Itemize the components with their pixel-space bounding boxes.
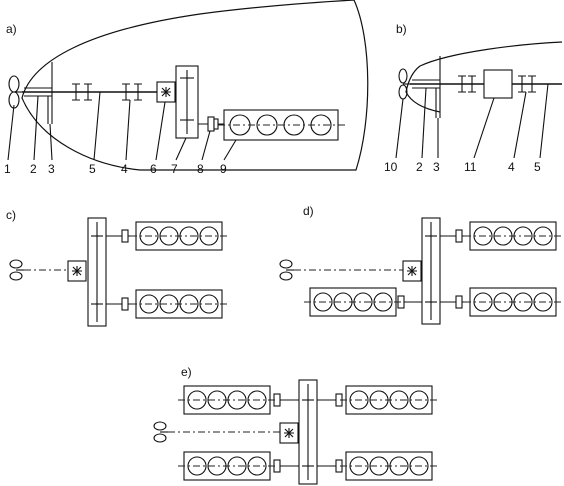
panel-a-callout: 8 (197, 162, 204, 176)
panel-a-bearing (72, 83, 92, 101)
panel-e-engine (340, 385, 438, 415)
panel-b-label: b) (396, 22, 407, 36)
panel-b-leaders (395, 83, 549, 159)
panel-e-propeller-icon (153, 421, 168, 443)
panel-b-callout: 4 (508, 160, 515, 174)
panel-b-callout: 10 (384, 160, 398, 174)
panel-b-thrust-block (483, 69, 513, 99)
panel-a: a) (4, 0, 369, 176)
panel-b-bearing (458, 75, 476, 93)
panel-a-bearing (122, 83, 142, 101)
panel-d-propeller-icon (279, 259, 294, 281)
panel-b-hull (405, 41, 563, 113)
panel-d-engine (464, 221, 562, 251)
panel-a-hull (21, 0, 369, 171)
panel-b-bearing (518, 75, 536, 93)
panel-c-engine (130, 221, 228, 251)
panel-a-callout: 1 (4, 162, 11, 176)
panel-a-callout: 7 (171, 162, 178, 176)
panel-c: c) (6, 208, 228, 327)
panel-b-callout: 5 (534, 160, 541, 174)
panel-a-propeller-icon (8, 75, 24, 109)
panel-a-engine (218, 109, 346, 141)
panel-b-callout: 2 (416, 160, 423, 174)
panel-a-leaders (7, 91, 237, 161)
panel-c-engine (130, 289, 228, 319)
panel-c-propeller-icon (9, 259, 24, 281)
panel-d-flexible-coupling (455, 229, 463, 243)
panel-e-engine (340, 451, 438, 481)
panel-a-callout: 6 (150, 162, 157, 176)
panel-d: d) (279, 204, 562, 325)
panel-c-flexible-coupling (121, 297, 129, 311)
panel-e-label: e) (181, 365, 192, 379)
panel-a-label: a) (6, 22, 17, 36)
panel-b: b) 10 2 (384, 22, 563, 174)
panel-e: e) (153, 365, 438, 485)
panel-a-flexible-coupling (207, 116, 215, 132)
panel-a-callout: 3 (48, 162, 55, 176)
panel-a-callout: 9 (220, 162, 227, 176)
panel-b-callout: 11 (464, 160, 477, 174)
panel-b-callout: 3 (433, 160, 440, 174)
panel-e-engine (178, 385, 276, 415)
panel-c-label: c) (6, 208, 16, 222)
panel-d-flexible-coupling (455, 295, 463, 309)
panel-c-flexible-coupling (121, 229, 129, 243)
panel-e-engine (178, 451, 276, 481)
panel-d-engine (464, 287, 562, 317)
panel-a-callout: 2 (30, 162, 37, 176)
panel-a-callout: 4 (121, 162, 128, 176)
panel-d-label: d) (303, 204, 314, 218)
panel-a-callout: 5 (89, 162, 96, 176)
panel-d-engine (304, 287, 402, 317)
